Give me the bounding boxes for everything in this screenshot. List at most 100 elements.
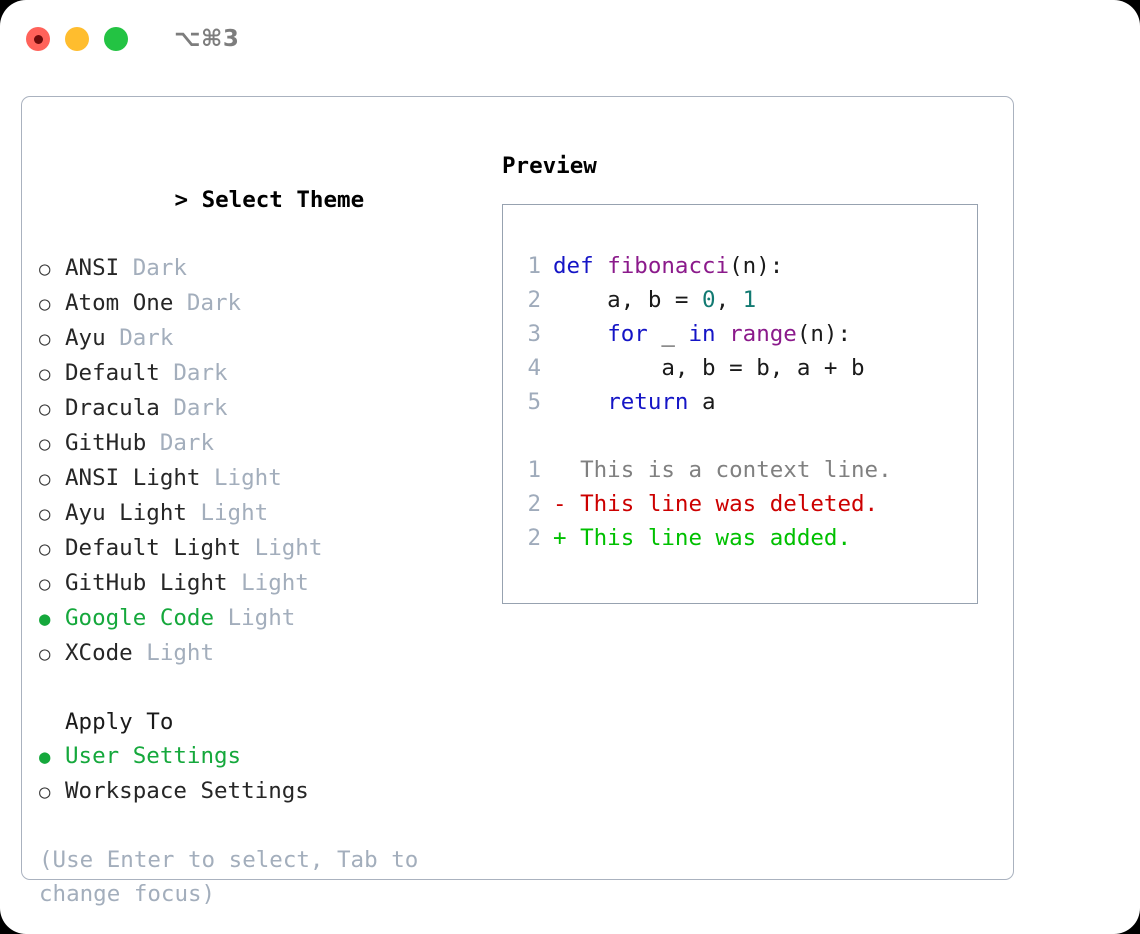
code-line: 5 return a	[511, 385, 971, 419]
code-token: for	[607, 321, 648, 347]
radio-unselected-icon: ○	[39, 781, 51, 803]
code-token: def	[553, 253, 608, 279]
title-bar: ⌥⌘3	[0, 0, 1140, 78]
close-button[interactable]	[26, 27, 50, 51]
apply-option-user-settings[interactable]: ● User Settings	[39, 739, 499, 774]
maximize-button[interactable]	[104, 27, 128, 51]
section-spacer	[39, 671, 499, 705]
line-number: 4	[527, 355, 541, 381]
minimize-button[interactable]	[65, 27, 89, 51]
line-number: 1	[527, 253, 541, 279]
code-token: + This line was added.	[553, 525, 852, 551]
code-token: fibonacci	[607, 253, 730, 279]
theme-option-variant: Dark	[159, 430, 215, 456]
code-token: a, b = b, a + b	[553, 355, 865, 381]
theme-list-column: > Select Theme ○ANSI Dark○Atom One Dark○…	[39, 149, 499, 911]
main-panel: > Select Theme ○ANSI Dark○Atom One Dark○…	[21, 96, 1014, 907]
theme-option-ansi-light[interactable]: ○ ANSI Light Light	[39, 461, 499, 496]
select-theme-heading: > Select Theme	[39, 149, 499, 251]
code-token	[716, 317, 730, 351]
radio-unselected-icon: ○	[39, 538, 51, 560]
theme-option-atom-one[interactable]: ○ Atom One Dark	[39, 286, 499, 321]
code-token: 0	[702, 287, 716, 313]
code-token: return	[607, 389, 689, 415]
line-number: 5	[527, 389, 541, 415]
theme-option-variant: Dark	[119, 325, 174, 351]
code-token: in	[688, 321, 716, 347]
line-number: 2	[527, 525, 541, 551]
theme-option-label: XCode	[65, 640, 147, 666]
apply-option-workspace-settings[interactable]: ○ Workspace Settings	[39, 774, 499, 809]
radio-selected-icon: ●	[39, 746, 51, 768]
code-diff-spacer	[511, 419, 971, 453]
diff-line: 2 - This line was deleted.	[511, 487, 971, 521]
code-line: 2 a, b = 0, 1	[511, 283, 971, 317]
code-token	[553, 317, 607, 351]
radio-unselected-icon: ○	[39, 433, 51, 455]
prompt-caret: >	[174, 187, 202, 213]
line-number: 2	[527, 287, 541, 313]
theme-option-variant: Dark	[132, 255, 187, 281]
radio-unselected-icon: ○	[39, 328, 51, 350]
theme-option-default-light[interactable]: ○Default Light Light	[39, 531, 499, 566]
code-token: ,	[715, 287, 743, 313]
theme-option-dracula[interactable]: ○ Dracula Dark	[39, 391, 499, 426]
apply-option-label: Workspace Settings	[65, 778, 309, 804]
apply-to-heading: Apply To	[65, 709, 174, 735]
theme-option-xcode[interactable]: ○ XCode Light	[39, 636, 499, 671]
radio-unselected-icon: ○	[39, 398, 51, 420]
theme-option-label: Ayu Light	[65, 500, 201, 526]
apply-to-options-list: ● User Settings ○ Workspace Settings	[39, 739, 499, 809]
keyboard-hint-text: (Use Enter to select, Tab to change focu…	[39, 847, 432, 907]
radio-unselected-icon: ○	[39, 503, 51, 525]
theme-option-ansi[interactable]: ○ANSI Dark	[39, 251, 499, 286]
radio-selected-icon: ●	[39, 608, 51, 630]
theme-option-label: GitHub Light	[65, 570, 242, 596]
theme-option-label: Atom One	[65, 290, 187, 316]
theme-option-label: Ayu	[65, 325, 120, 351]
radio-unselected-icon: ○	[39, 573, 51, 595]
diff-sample: 1 This is a context line. 2 - This line wa…	[511, 453, 971, 555]
radio-unselected-icon: ○	[39, 643, 51, 665]
preview-heading: Preview	[502, 153, 597, 179]
theme-option-label: Dracula	[65, 395, 174, 421]
apply-option-label: User Settings	[65, 743, 242, 769]
theme-option-default[interactable]: ○Default Dark	[39, 356, 499, 391]
theme-option-variant: Dark	[173, 395, 228, 421]
theme-option-variant: Dark	[186, 290, 242, 316]
theme-option-variant: Light	[214, 465, 282, 491]
theme-option-variant: Light	[200, 500, 269, 526]
code-token: a	[688, 389, 716, 415]
line-number: 1	[527, 457, 541, 483]
theme-option-github[interactable]: ○GitHub Dark	[39, 426, 499, 461]
record-indicator-icon	[33, 34, 43, 44]
code-token: a, b =	[553, 287, 703, 313]
code-token: This is a context line.	[553, 457, 892, 483]
theme-option-google-code[interactable]: ● Google Code Light	[39, 601, 499, 636]
theme-option-github-light[interactable]: ○GitHub Light Light	[39, 566, 499, 601]
code-token	[553, 385, 607, 419]
radio-unselected-icon: ○	[39, 468, 51, 490]
diff-line: 1 This is a context line.	[511, 453, 971, 487]
theme-option-ayu[interactable]: ○ Ayu Dark	[39, 321, 499, 356]
theme-option-variant: Dark	[173, 360, 228, 386]
theme-option-variant: Light	[227, 605, 296, 631]
theme-option-label: ANSI	[65, 255, 133, 281]
code-token: 1	[742, 287, 757, 313]
diff-line: 2 + This line was added.	[511, 521, 971, 555]
line-number: 2	[527, 491, 541, 517]
code-token: - This line was deleted.	[553, 491, 879, 517]
radio-unselected-icon: ○	[39, 363, 51, 385]
select-theme-label: Select Theme	[201, 187, 365, 213]
theme-option-ayu-light[interactable]: ○ Ayu Light Light	[39, 496, 499, 531]
theme-option-label: Google Code	[65, 605, 228, 631]
radio-unselected-icon: ○	[39, 293, 51, 315]
keyboard-shortcut-label: ⌥⌘3	[174, 26, 240, 52]
theme-option-label: ANSI Light	[65, 465, 215, 491]
code-token: _	[647, 321, 689, 347]
theme-option-variant: Light	[146, 640, 215, 666]
